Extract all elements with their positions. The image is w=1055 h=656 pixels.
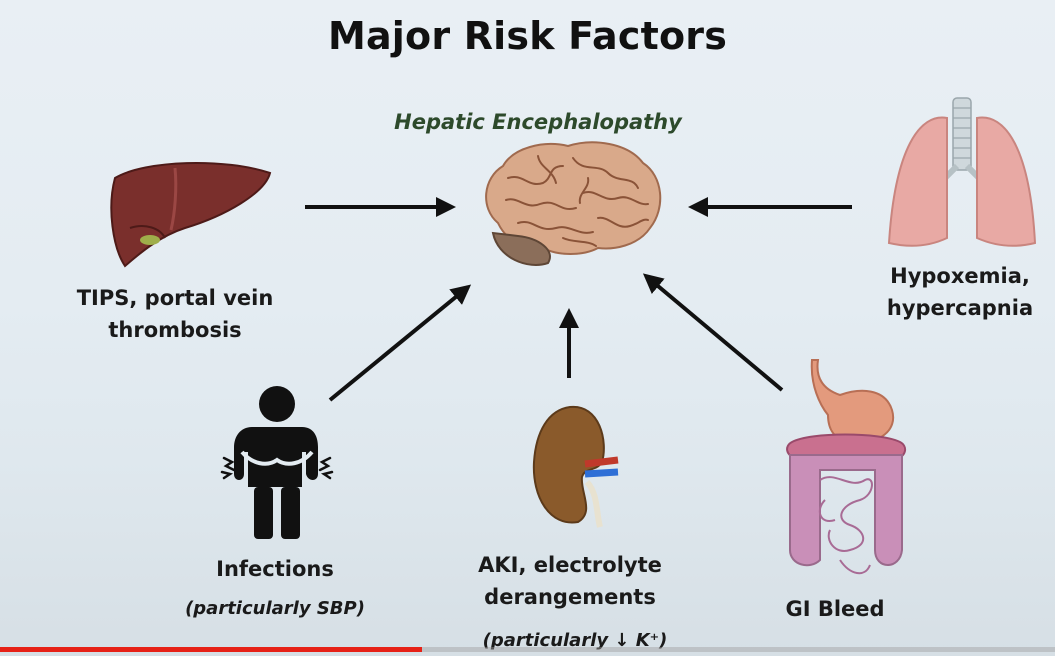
tips-label: TIPS, portal vein thrombosis xyxy=(60,282,290,346)
gi-bleed-label: GI Bleed xyxy=(785,597,885,621)
aki-label-line1: AKI, electrolyte xyxy=(478,553,662,577)
infections-label: Infections xyxy=(216,557,334,581)
tips-label-line1: TIPS, portal vein xyxy=(76,286,274,310)
brain-icon xyxy=(485,141,662,266)
hypoxemia-label: Hypoxemia, hypercapnia xyxy=(870,260,1050,324)
person-in-pain-icon xyxy=(220,386,334,539)
arrow-from-gi xyxy=(642,273,784,392)
video-progress-fill xyxy=(0,647,422,652)
slide-title: Major Risk Factors xyxy=(327,14,728,58)
lungs-icon xyxy=(887,97,1037,247)
liver-icon xyxy=(110,161,272,268)
stomach-intestines-icon xyxy=(786,359,906,575)
hypoxemia-label-line2: hypercapnia xyxy=(886,296,1034,320)
aki-label-line2: derangements xyxy=(484,585,656,609)
arrow-from-infections xyxy=(328,284,472,402)
center-label: Hepatic Encephalopathy xyxy=(394,110,682,134)
video-progress-bar[interactable] xyxy=(0,647,1055,652)
infections-note: (particularly SBP) xyxy=(185,598,365,619)
hypoxemia-label-line1: Hypoxemia, xyxy=(890,264,1030,288)
kidney-icon xyxy=(532,405,619,528)
tips-label-line2: thrombosis xyxy=(108,318,242,342)
aki-note: (particularly ↓ K⁺) xyxy=(482,630,668,651)
aki-label: AKI, electrolyte derangements xyxy=(455,549,685,613)
